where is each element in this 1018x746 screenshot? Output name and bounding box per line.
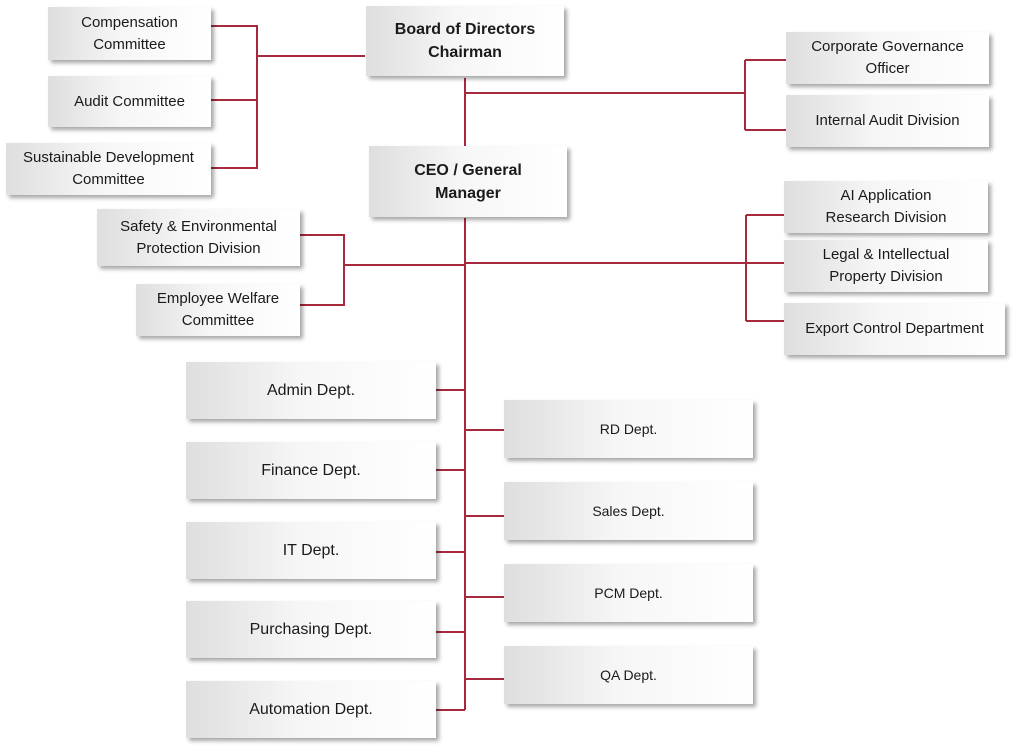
admin-dept-box: Admin Dept. bbox=[186, 362, 436, 419]
sustainable-development-committee-box: Sustainable Development Committee bbox=[6, 143, 211, 195]
connector-board-committees bbox=[211, 25, 365, 169]
audit-committee-box: Audit Committee bbox=[48, 76, 211, 127]
connector-board-staff bbox=[465, 59, 786, 131]
compensation-committee-box: Compensation Committee bbox=[48, 7, 211, 60]
board-of-directors-box: Board of Directors Chairman bbox=[366, 6, 564, 76]
export-control-department-box: Export Control Department bbox=[784, 303, 1005, 355]
it-dept-box: IT Dept. bbox=[186, 522, 436, 579]
connector-dept-right bbox=[465, 429, 504, 680]
connector-ceo-right bbox=[465, 214, 784, 322]
ceo-general-manager-box: CEO / General Manager bbox=[369, 146, 567, 217]
sales-dept-box: Sales Dept. bbox=[504, 482, 753, 540]
employee-welfare-committee-box: Employee Welfare Committee bbox=[136, 284, 300, 336]
connector-ceo-left bbox=[300, 234, 465, 306]
finance-dept-box: Finance Dept. bbox=[186, 442, 436, 499]
legal-ip-division-box: Legal & Intellectual Property Division bbox=[784, 240, 988, 292]
qa-dept-box: QA Dept. bbox=[504, 646, 753, 704]
automation-dept-box: Automation Dept. bbox=[186, 681, 436, 738]
internal-audit-division-box: Internal Audit Division bbox=[786, 95, 989, 147]
connector-dept-left bbox=[436, 389, 465, 711]
pcm-dept-box: PCM Dept. bbox=[504, 564, 753, 622]
safety-environmental-division-box: Safety & Environmental Protection Divisi… bbox=[97, 209, 300, 266]
ai-application-research-division-box: AI Application Research Division bbox=[784, 181, 988, 233]
purchasing-dept-box: Purchasing Dept. bbox=[186, 601, 436, 658]
rd-dept-box: RD Dept. bbox=[504, 400, 753, 458]
corporate-governance-officer-box: Corporate Governance Officer bbox=[786, 32, 989, 84]
